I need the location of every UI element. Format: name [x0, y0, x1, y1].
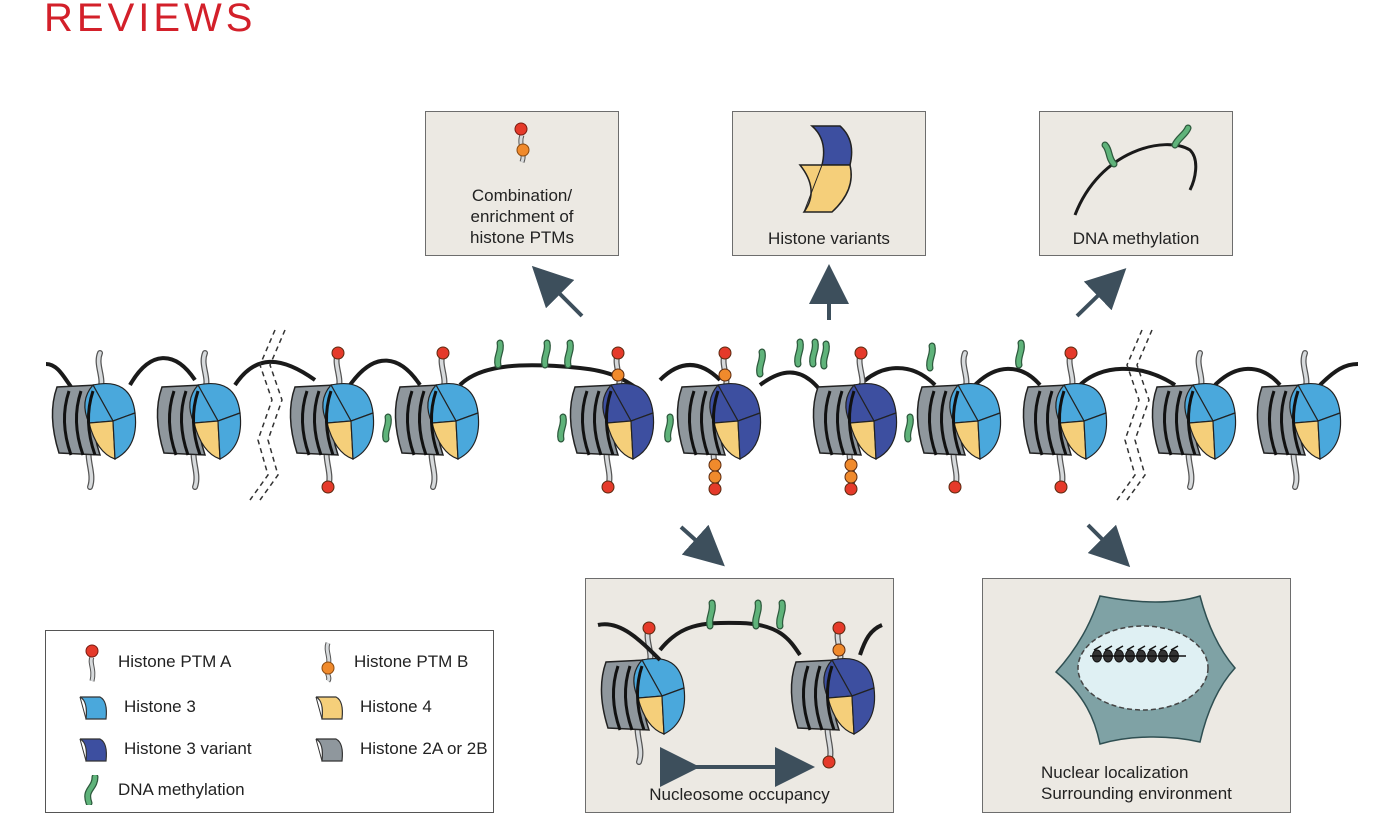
histone-ptm-a-mark [321, 480, 335, 494]
occupancy-dna [597, 620, 883, 662]
dna-backbone [45, 356, 1359, 402]
nuclear-box-label: Nuclear localization Surrounding environ… [1041, 762, 1290, 804]
nuclear-chromatin-fiber [1090, 645, 1186, 663]
nucleosome [1022, 346, 1108, 494]
legend-label-histone-2a-2b: Histone 2A or 2B [360, 739, 488, 758]
nuclear-box-label-line2: Surrounding environment [1041, 784, 1232, 803]
ptm-box-label-line2: enrichment of [470, 207, 574, 226]
arrow-to-ptm [531, 265, 584, 318]
nucleosome [812, 346, 898, 496]
nucleosome [790, 621, 876, 769]
histone-ptm-a-mark [642, 621, 656, 635]
histone-ptm-a-mark [436, 346, 450, 360]
histone-ptm-a-mark [854, 346, 868, 360]
dna-methylation-box: DNA methylation [1039, 111, 1233, 256]
legend: Histone PTM A Histone PTM B Histone 3 Hi… [45, 630, 494, 813]
histone-ptm-b-mark [832, 643, 846, 657]
legend-item-histone-3: Histone 3 [76, 693, 196, 721]
histone-ptm-b-mark [844, 470, 858, 484]
nucleosome [289, 346, 375, 494]
nucleosome [382, 346, 480, 490]
histone-ptm-b-mark [844, 458, 858, 472]
ptm-box-icon [514, 122, 530, 163]
nucleosome [664, 346, 762, 496]
legend-label-histone-3: Histone 3 [124, 697, 196, 716]
nucleosome [1151, 350, 1237, 490]
ptm-box-label: Combination/ enrichment of histone PTMs [426, 185, 618, 248]
histone-2a-2b-icon [315, 738, 343, 762]
histone-4-icon [315, 696, 343, 720]
nuclear-shape [1054, 595, 1237, 745]
nucleosome [557, 346, 655, 494]
occupancy-nucleosome-pair [600, 621, 876, 769]
nuclear-box-label-line1: Nuclear localization [1041, 763, 1189, 782]
histone-ptm-b-icon [321, 642, 335, 683]
histone-3-variant-icon [79, 738, 107, 762]
nucleosome [51, 350, 137, 490]
ptm-box-label-line1: Combination/ [471, 186, 573, 205]
legend-label-ptm-a: Histone PTM A [118, 652, 232, 671]
legend-label-ptm-b: Histone PTM B [354, 652, 469, 671]
legend-label-dna-methylation: DNA methylation [118, 780, 245, 799]
variants-box-label: Histone variants [768, 229, 890, 248]
arrow-to-dna-methylation [1075, 268, 1127, 318]
legend-item-ptm-a: Histone PTM A [80, 641, 231, 683]
histone-ptm-a-mark [601, 480, 615, 494]
histone-ptm-a-icon [85, 644, 99, 682]
histone-ptm-a-mark [822, 755, 836, 769]
legend-item-histone-4: Histone 4 [312, 693, 432, 721]
histone-ptm-a-mark [832, 621, 846, 635]
histone-ptm-a-mark [611, 346, 625, 360]
legend-item-histone-3-variant: Histone 3 variant [76, 735, 252, 763]
ptm-box-label-line3: histone PTMs [470, 228, 574, 247]
histone-ptm-a-mark [948, 480, 962, 494]
histone-ptm-a-mark [718, 346, 732, 360]
histone-3-icon [79, 696, 107, 720]
histone-ptm-a-mark [844, 482, 858, 496]
occupancy-methylation-marks [706, 599, 786, 630]
dna-methylation-icon [84, 775, 99, 805]
nucleosome [1256, 350, 1342, 490]
histone-ptm-a-mark [1064, 346, 1078, 360]
histone-ptm-b-mark [708, 458, 722, 472]
histone-variant-box-icon [798, 125, 853, 213]
chromatin-break-marks [249, 329, 1153, 501]
arrow-to-occupancy [679, 524, 725, 567]
arrow-to-nuclear [1086, 523, 1131, 568]
occupancy-box-label: Nucleosome occupancy [649, 785, 830, 804]
histone-ptm-b-mark [611, 368, 625, 382]
legend-item-dna-methylation: DNA methylation [80, 775, 245, 805]
dna-methylation-box-label: DNA methylation [1072, 229, 1200, 248]
nucleosome [904, 350, 1002, 494]
journal-section-header: REVIEWS [44, 0, 257, 40]
histone-ptm-a-mark [1054, 480, 1068, 494]
legend-item-histone-2a-2b: Histone 2A or 2B [312, 735, 488, 763]
legend-label-histone-4: Histone 4 [360, 697, 432, 716]
nucleosome-array [51, 338, 1342, 496]
legend-label-histone-3-variant: Histone 3 variant [124, 739, 252, 758]
legend-item-ptm-b: Histone PTM B [316, 641, 468, 683]
histone-ptm-a-mark [331, 346, 345, 360]
histone-ptm-b-mark [718, 368, 732, 382]
dna-methylation-box-icon [1073, 124, 1198, 216]
nucleosome [156, 350, 242, 490]
nucleosome [600, 621, 686, 765]
histone-ptm-a-mark [708, 482, 722, 496]
histone-ptm-b-mark [708, 470, 722, 484]
